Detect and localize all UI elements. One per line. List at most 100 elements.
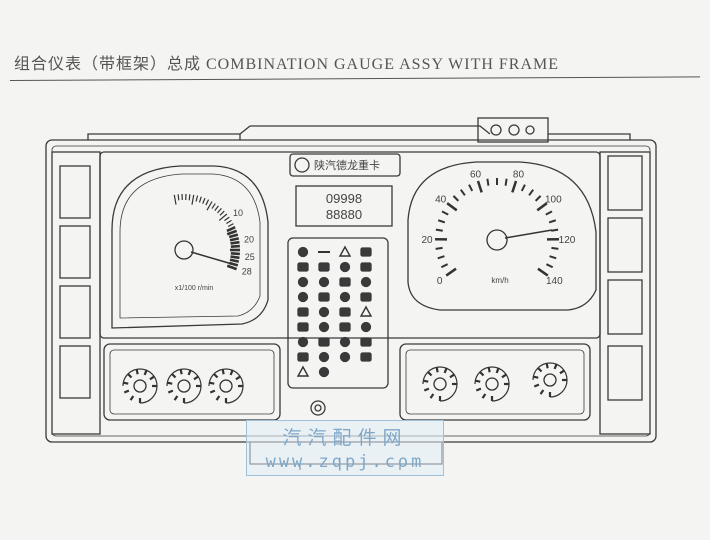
tachometer-tick-label: 10 <box>233 208 243 218</box>
warning-lamp-icon <box>360 321 372 333</box>
speedometer-tick-label: 80 <box>513 169 525 180</box>
aux-gauge-tick <box>193 375 199 381</box>
aux-gauge-tick <box>427 371 433 377</box>
aux-gauge-tick <box>449 373 455 379</box>
speedometer-tick-label: 0 <box>437 276 443 287</box>
warning-lamp-icon <box>339 336 351 348</box>
speedometer-tick <box>452 195 460 202</box>
warning-lamp-icon <box>360 247 372 257</box>
aux-gauge-dial <box>532 362 568 398</box>
speedometer-tick <box>437 255 445 260</box>
aux-gauge-tick <box>209 389 216 394</box>
aux-gauge-tick <box>143 369 148 376</box>
warning-lamp-icon <box>339 277 351 287</box>
aux-gauge-tick <box>537 367 543 373</box>
warning-lamp-icon <box>360 276 372 288</box>
tachometer-tick <box>211 203 216 209</box>
brand-badge <box>289 153 401 177</box>
tachometer-tick <box>228 233 239 239</box>
tachometer-tick <box>226 229 238 236</box>
speedometer-tick <box>437 219 446 224</box>
tachometer-tick <box>195 195 199 202</box>
tachometer-tick <box>202 197 206 204</box>
tachometer-tick <box>227 223 234 228</box>
speedometer-tick <box>435 228 443 232</box>
outer-frame <box>45 139 657 443</box>
right-aux-gauge-panel <box>399 343 591 421</box>
tachometer-tick <box>230 255 240 260</box>
page-title: 组合仪表（带框架）总成 COMBINATION GAUGE ASSY WITH … <box>14 56 560 73</box>
speedometer-housing <box>407 161 597 311</box>
aux-gauge-hub <box>543 373 557 387</box>
speedometer-tick <box>511 180 518 193</box>
tachometer-needle <box>190 251 233 265</box>
aux-gauge-tick <box>481 393 487 399</box>
warning-lamp-icon <box>339 322 351 332</box>
warning-lamp-icon <box>318 276 330 288</box>
warning-lamp-icon <box>297 352 309 362</box>
speedometer-tick <box>440 263 449 269</box>
warning-lamp-icon <box>296 365 310 377</box>
aux-gauge-tick <box>123 381 129 385</box>
aux-gauge-tick <box>539 389 545 395</box>
warning-lamp-icon <box>339 351 351 363</box>
tachometer-tick <box>177 194 180 201</box>
aux-gauge-dial <box>166 368 202 404</box>
warning-lamp-icon <box>339 307 351 317</box>
aux-gauge-tick <box>171 373 177 379</box>
warning-lamp-panel <box>287 237 389 389</box>
watermark-url: www.zqpj.com <box>265 452 425 472</box>
aux-gauge-hub <box>433 377 447 391</box>
aux-gauge-tick <box>127 373 133 379</box>
left-side-panel <box>51 151 101 435</box>
speedometer-tick-label: 40 <box>435 194 447 205</box>
tachometer-housing <box>111 165 269 329</box>
aux-gauge-tick <box>533 383 540 388</box>
tachometer-tick <box>188 194 191 201</box>
speedometer-tick <box>441 210 449 216</box>
speedometer-tick <box>534 195 542 202</box>
tachometer-tick <box>226 264 238 271</box>
warning-lamp-icon <box>360 262 372 272</box>
tachometer-tick <box>214 205 219 211</box>
warning-lamp-icon <box>318 262 330 272</box>
warning-lamp-icon <box>339 291 351 303</box>
tachometer-tick <box>224 216 230 222</box>
tachometer-tick <box>205 199 210 206</box>
aux-gauge-hub <box>485 377 499 391</box>
aux-gauge-tick <box>167 389 174 394</box>
tachometer-tick <box>173 194 177 205</box>
speedometer-tick <box>504 178 508 186</box>
warning-lamp-icon <box>318 306 330 318</box>
speedometer-tick-label: 140 <box>546 276 563 287</box>
brand-label: 陕汽德龙重卡 <box>314 158 380 172</box>
warning-lamp-icon <box>297 276 309 288</box>
aux-gauge-tick <box>423 379 429 383</box>
warning-lamp-icon <box>297 262 309 272</box>
aux-gauges <box>122 362 568 404</box>
tachometer-tick <box>230 251 240 256</box>
speedometer-tick <box>486 178 490 186</box>
tachometer-tick <box>219 210 225 216</box>
aux-gauge-tick <box>435 367 439 373</box>
warning-lamp-icon <box>360 352 372 362</box>
odometer-display <box>295 185 393 227</box>
tachometer-tick <box>217 207 222 214</box>
warning-lamp-icon <box>360 292 372 302</box>
speedometer-hub <box>486 229 508 251</box>
aux-gauge-tick <box>423 387 430 392</box>
warning-lamp-icon <box>339 261 351 273</box>
speedometer-tick <box>528 189 535 196</box>
warning-lamp-icon <box>338 245 352 257</box>
aux-gauge-hub <box>177 379 191 393</box>
speedometer-tick <box>446 202 458 212</box>
warning-lamp-icon <box>297 322 309 332</box>
warning-lamp-icon <box>297 246 309 258</box>
warning-lamp-icon <box>318 337 330 347</box>
aux-gauge-tick <box>487 367 491 373</box>
warning-lamp-icon <box>359 305 373 317</box>
speedometer-tick <box>551 228 559 232</box>
aux-gauge-tick <box>209 381 215 385</box>
watermark-chinese: 汽汽配件网 <box>282 427 408 449</box>
tachometer-tick <box>230 244 240 249</box>
